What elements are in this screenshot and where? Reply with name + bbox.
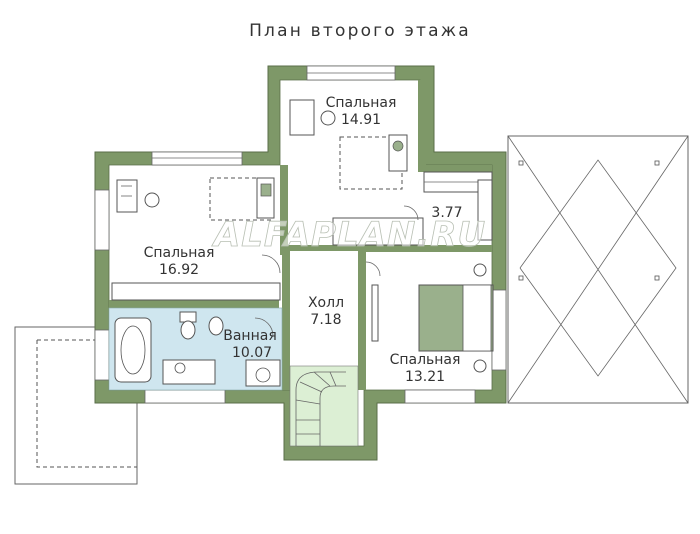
watermark: ALFAPLAN.RU	[211, 215, 486, 255]
doors	[254, 205, 419, 337]
bathroom-name: Ванная	[223, 328, 277, 344]
bathroom-area: 10.07	[232, 345, 272, 361]
bedroom-nw-name: Спальная	[144, 245, 215, 261]
windows	[94, 65, 507, 404]
bedroom-se-name: Спальная	[390, 352, 461, 368]
roof-right	[507, 135, 689, 404]
bedroom-nw-furniture	[111, 177, 281, 301]
hall-name: Холл	[308, 295, 344, 311]
bedroom-n-area: 14.91	[341, 112, 381, 128]
staircase	[289, 365, 359, 447]
bedroom-se-area: 13.21	[405, 369, 445, 385]
closet-area: 3.77	[431, 205, 462, 221]
bedroom-n-furniture	[289, 99, 424, 246]
closet-racks	[423, 171, 493, 241]
bedroom-n-name: Спальная	[326, 95, 397, 111]
plan-title: План второго этажа	[249, 21, 471, 41]
hall-area: 7.18	[310, 312, 341, 328]
bedroom-nw-area: 16.92	[159, 262, 199, 278]
bedroom-se-furniture	[371, 263, 494, 373]
bathroom-fixtures	[114, 311, 281, 387]
